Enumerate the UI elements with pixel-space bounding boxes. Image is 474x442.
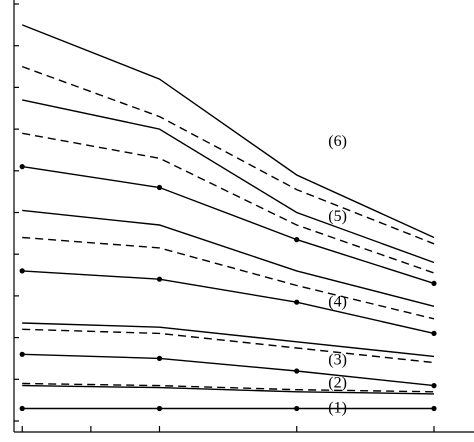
data-point-marker [19, 405, 25, 412]
data-point-marker [431, 330, 437, 336]
data-point-marker [19, 351, 25, 357]
curve-label: (5) [328, 208, 347, 225]
series-line-solid [21, 24, 435, 239]
curve-label: (4) [328, 293, 347, 310]
data-point-marker [294, 299, 300, 305]
series-line-solid [22, 384, 435, 395]
data-point-marker [156, 405, 163, 412]
marker-group [19, 164, 437, 412]
curve-labels: (6) (5) (4) (3) (2) (1) [328, 133, 347, 417]
data-point-marker [431, 280, 437, 286]
curve-label: (6) [328, 133, 347, 150]
series-line-solid [22, 165, 435, 285]
series-line-solid [22, 353, 435, 387]
series-line-dashed [22, 328, 435, 364]
data-point-marker [19, 164, 25, 170]
curve-label: (3) [328, 352, 347, 369]
series-line-dashed [21, 65, 435, 245]
data-point-marker [294, 237, 300, 243]
data-point-marker [156, 276, 163, 282]
data-point-marker [156, 184, 163, 191]
series-line-solid [22, 322, 435, 358]
curve-label: (2) [328, 375, 347, 392]
series-line-solid [22, 209, 435, 307]
data-point-marker [431, 383, 437, 389]
series-group [21, 24, 435, 410]
data-point-marker [294, 368, 300, 374]
curve-label: (1) [328, 400, 347, 417]
series-line-solid [22, 270, 435, 335]
axes [13, 0, 474, 433]
data-point-marker [156, 355, 163, 361]
data-point-marker [19, 268, 25, 274]
data-point-marker [431, 405, 437, 412]
series-line-dashed [22, 132, 435, 274]
data-point-marker [294, 405, 300, 412]
series-line-dashed [22, 236, 435, 320]
series-line-solid [22, 99, 435, 264]
series-line-dashed [22, 382, 435, 393]
